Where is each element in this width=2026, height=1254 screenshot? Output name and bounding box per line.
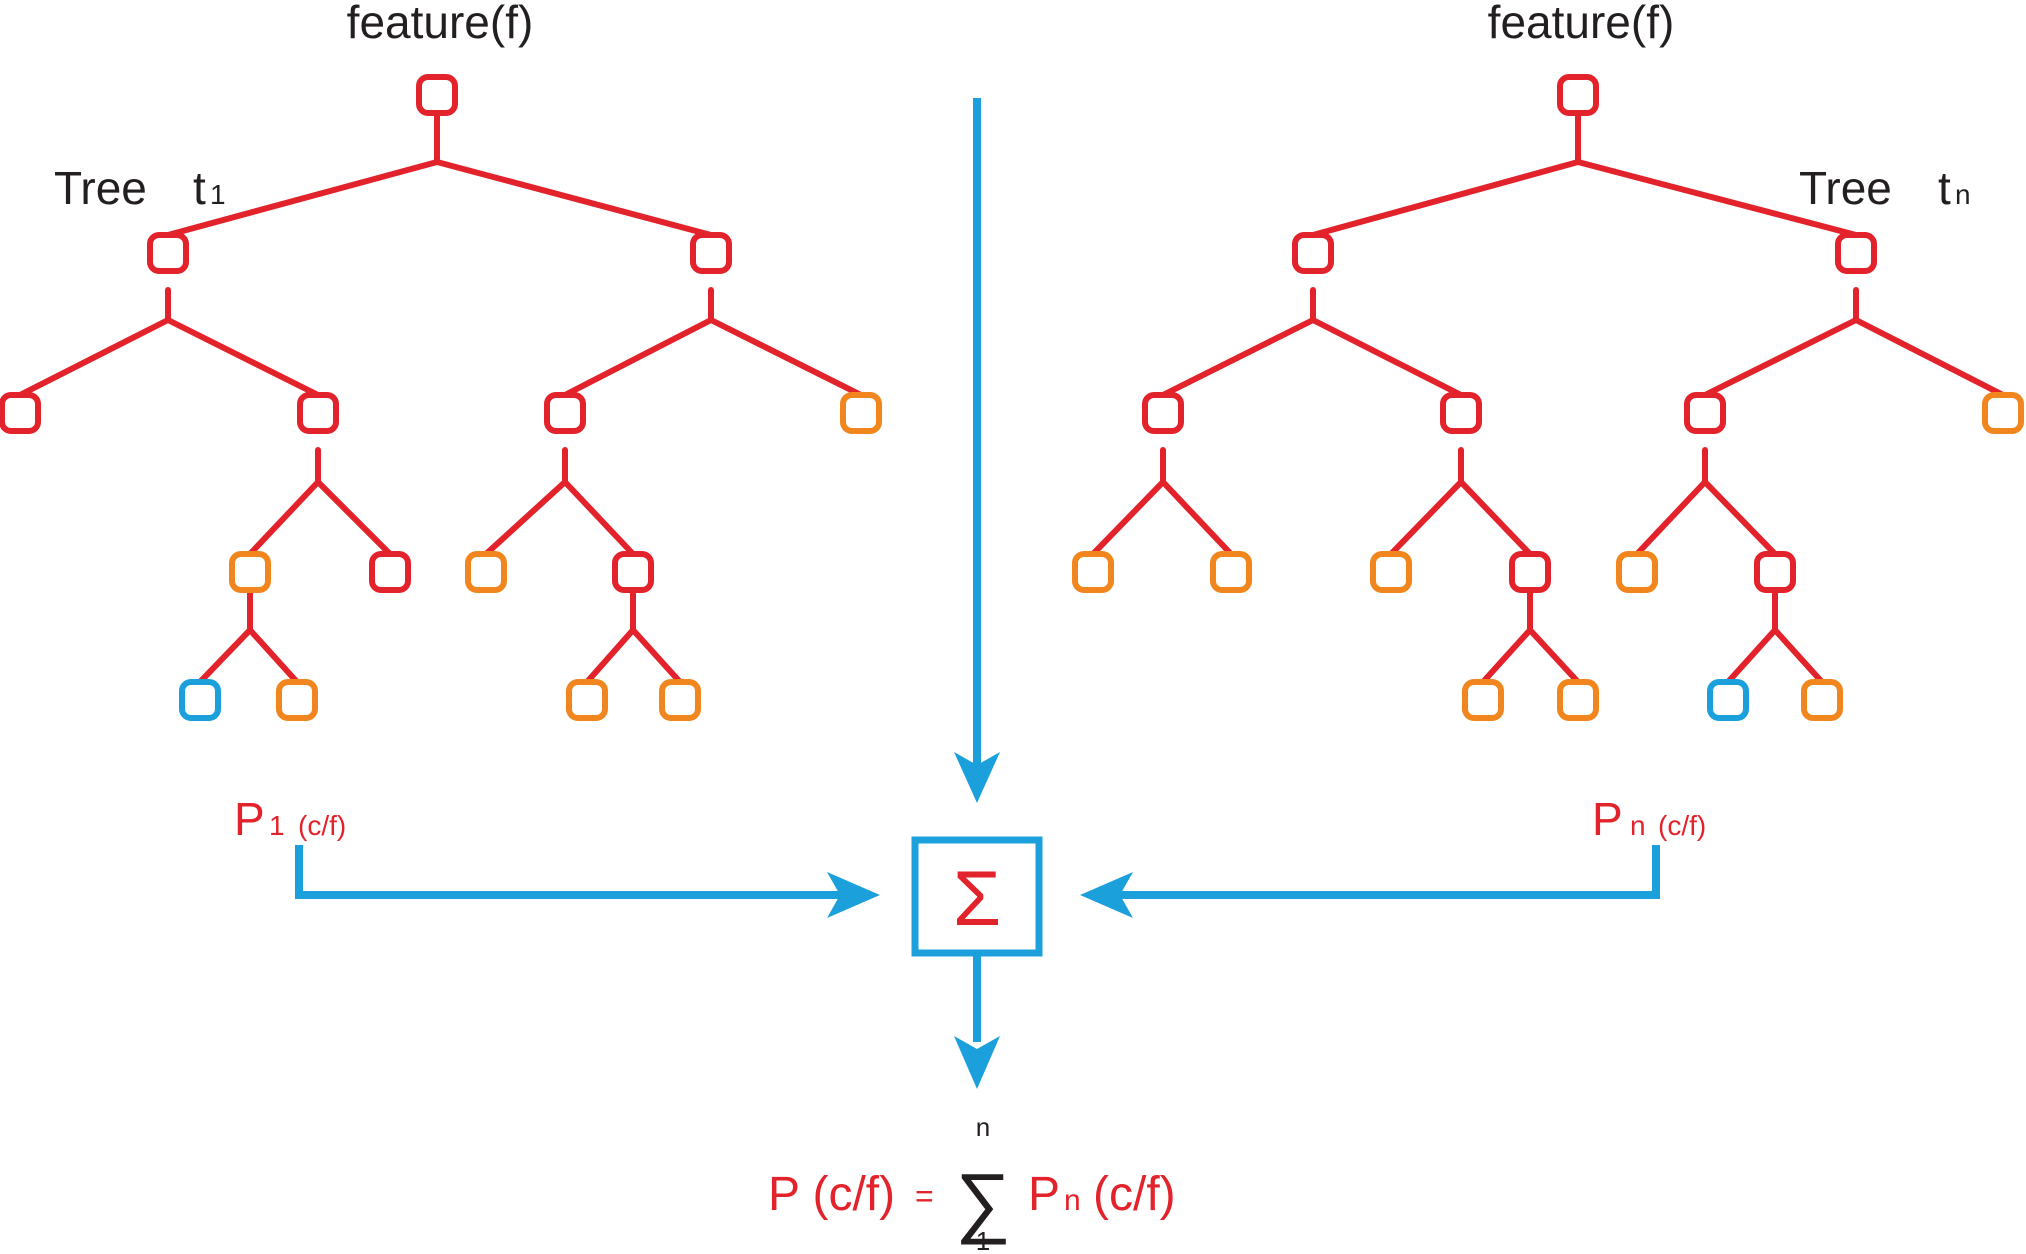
right-split-node — [1295, 235, 1331, 271]
formula-upper-limit: n — [976, 1112, 990, 1142]
formula-equals: = — [915, 1178, 934, 1214]
right-decision-tree: feature(f) Tree t n P n (c/f) — [1075, 0, 2021, 845]
right-leaf-node — [1804, 682, 1840, 718]
right-tree-sub: n — [1955, 179, 1971, 210]
arrow-right-icon — [827, 872, 880, 918]
left-input-label: feature(f) — [347, 0, 534, 48]
left-prob-cond: (c/f) — [298, 810, 346, 841]
left-selected-leaf-node — [182, 682, 218, 718]
arrow-down-icon — [954, 1036, 1000, 1089]
left-probability-label: P 1 (c/f) — [234, 793, 346, 845]
left-leaf-node — [843, 395, 879, 431]
right-split-node — [1512, 554, 1548, 590]
left-split-node — [693, 235, 729, 271]
right-leaf-node — [1465, 682, 1501, 718]
left-prob-sub: 1 — [269, 810, 285, 841]
left-root-node — [419, 77, 455, 113]
left-split-node — [547, 395, 583, 431]
left-prob-letter: P — [234, 793, 265, 845]
left-split-node — [615, 554, 651, 590]
aggregation-formula: P (c/f) = n ∑ 1 P n (c/f) — [768, 1112, 1176, 1254]
right-selected-leaf-node — [1710, 682, 1746, 718]
left-split-node — [150, 235, 186, 271]
left-leaf-node — [569, 682, 605, 718]
right-split-node — [1443, 395, 1479, 431]
right-leaf-node — [1075, 554, 1111, 590]
right-prob-letter: P — [1592, 793, 1623, 845]
right-probability-label: P n (c/f) — [1592, 793, 1706, 845]
right-leaf-node — [1373, 554, 1409, 590]
left-tree-sub: 1 — [210, 179, 226, 210]
left-leaf-node — [468, 554, 504, 590]
formula-term-cond: (c/f) — [1093, 1168, 1176, 1221]
left-tree-word: Tree — [54, 162, 147, 214]
flow-arrows — [295, 98, 1660, 1089]
formula-term-letter: P — [1028, 1168, 1060, 1221]
right-split-node — [1687, 395, 1723, 431]
right-tree-word: Tree — [1799, 162, 1892, 214]
formula-term-sub: n — [1064, 1184, 1081, 1217]
left-leaf-node — [662, 682, 698, 718]
right-root-node — [1560, 77, 1596, 113]
right-split-node — [1757, 554, 1793, 590]
summation-icon: ∑ — [955, 1157, 1011, 1245]
right-output-line — [1120, 845, 1660, 899]
sum-aggregator-box: Σ — [911, 836, 1043, 957]
right-prob-cond: (c/f) — [1658, 810, 1706, 841]
left-red-leaf-node — [372, 554, 408, 590]
right-leaf-node — [1213, 554, 1249, 590]
right-leaf-node — [1985, 395, 2021, 431]
sigma-icon: Σ — [953, 854, 1001, 942]
left-red-leaf-node — [2, 395, 38, 431]
right-prob-sub: n — [1630, 810, 1646, 841]
left-tree-label: Tree t 1 — [54, 162, 226, 214]
right-tree-var: t — [1938, 162, 1951, 214]
left-split-node — [300, 395, 336, 431]
right-split-node — [1838, 235, 1874, 271]
left-leaf-node — [279, 682, 315, 718]
right-split-node — [1145, 395, 1181, 431]
left-tree-var: t — [193, 162, 206, 214]
formula-lower-limit: 1 — [976, 1226, 990, 1254]
right-leaf-node — [1560, 682, 1596, 718]
arrow-down-icon — [954, 752, 1000, 803]
left-decision-tree: feature(f) Tree t 1 P 1 (c/f) — [2, 0, 879, 845]
right-leaf-node — [1619, 554, 1655, 590]
left-output-line — [295, 845, 840, 899]
arrow-left-icon — [1080, 872, 1133, 918]
left-split-node-orange — [232, 554, 268, 590]
right-input-label: feature(f) — [1488, 0, 1675, 48]
right-tree-label: Tree t n — [1799, 162, 1971, 214]
formula-lhs: P (c/f) — [768, 1168, 895, 1221]
